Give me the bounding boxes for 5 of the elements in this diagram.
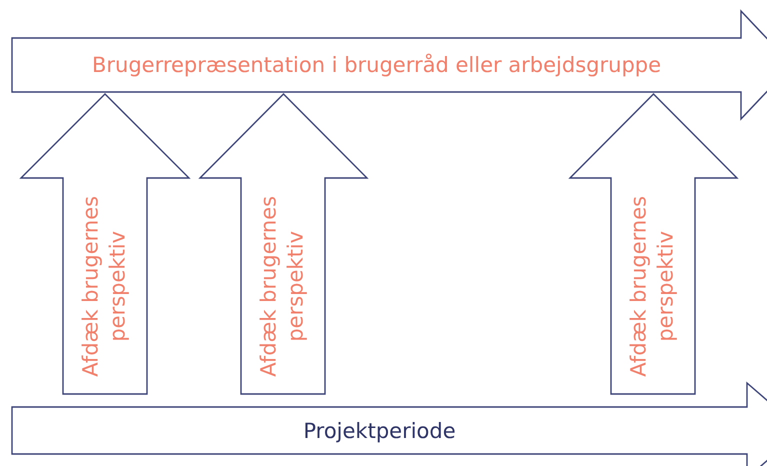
arrow-label: Brugerrepræsentation i brugerråd eller arbejdsgruppe (92, 53, 662, 77)
arrow-label: Afdæk brugernes perspektiv (256, 194, 309, 378)
arrow-label: Afdæk brugernes perspektiv (626, 194, 679, 378)
arrow-label: Afdæk brugernes perspektiv (78, 194, 131, 378)
arrow-label: Projektperiode (303, 418, 456, 442)
